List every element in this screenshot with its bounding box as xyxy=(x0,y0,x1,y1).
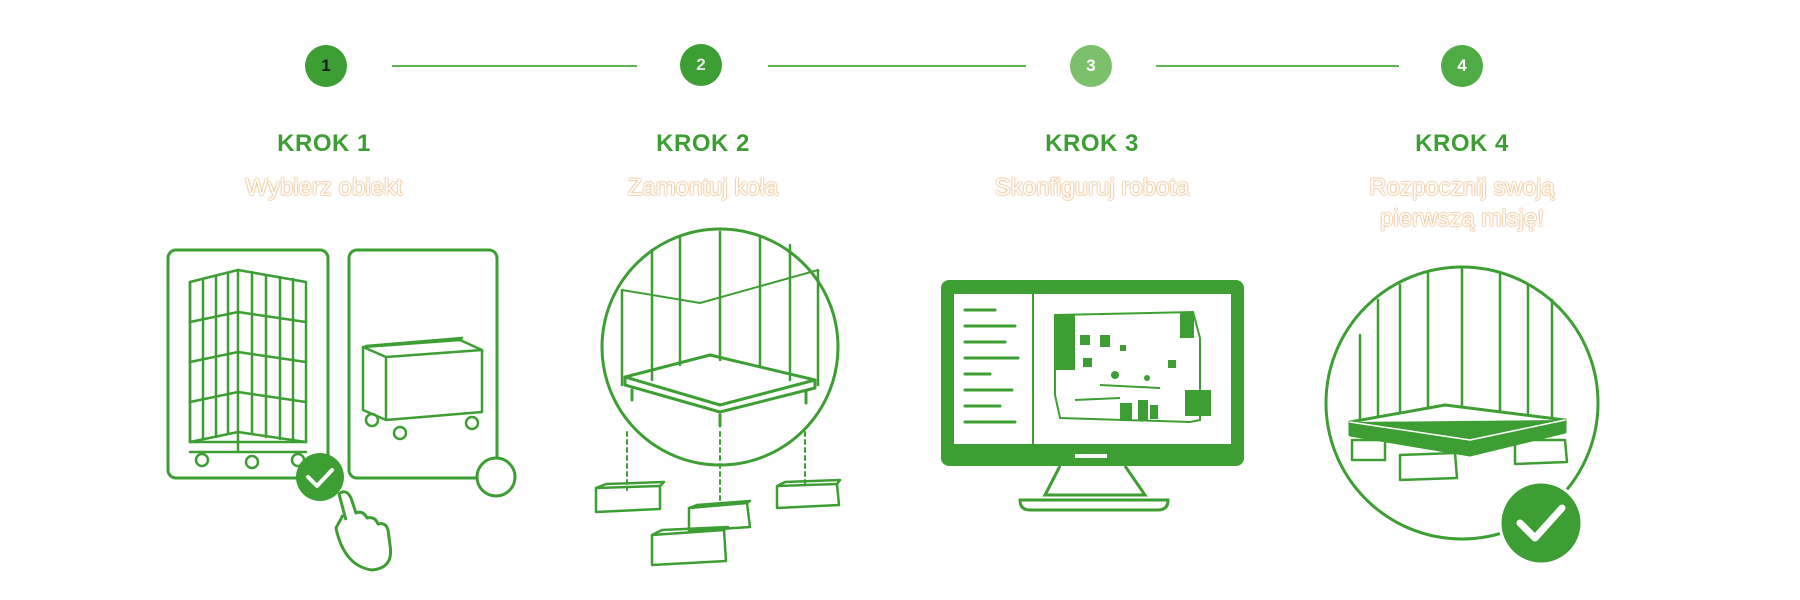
step-dot-4: 4 xyxy=(1441,45,1483,87)
step-title-3: KROK 3 xyxy=(1045,130,1139,157)
option-card-box[interactable] xyxy=(347,248,499,480)
step-subtitle-4-line2: pierwszą misję! xyxy=(1379,205,1545,232)
step-title-2: KROK 2 xyxy=(656,130,750,157)
step-subtitle-1: Wybierz obiekt xyxy=(245,174,403,201)
step-dot-1: 1 xyxy=(305,45,347,87)
robot-wheel-module-icon-mounted xyxy=(1350,438,1569,482)
monitor-map-icon xyxy=(941,280,1244,512)
mount-circle xyxy=(600,227,840,467)
box-trolley-icon xyxy=(361,336,484,441)
step-subtitle-3: Skonfiguruj robota xyxy=(994,174,1190,201)
step-title-4: KROK 4 xyxy=(1415,130,1509,157)
robot-wheel-module-icon xyxy=(594,478,842,567)
unselected-radio[interactable] xyxy=(475,456,517,498)
step-subtitle-2: Zamontuj koła xyxy=(627,174,779,201)
step-subtitle-4-line1: Rozpocznij swoją xyxy=(1369,174,1555,201)
check-circle-icon xyxy=(1498,480,1584,566)
connector-line-1 xyxy=(392,65,637,67)
connector-line-2 xyxy=(768,65,1026,67)
mission-circle xyxy=(1324,265,1600,541)
step-number-2: 2 xyxy=(696,55,706,74)
step-subtitle-4: Rozpocznij swoją pierwszą misję! xyxy=(1312,172,1612,234)
step-number-3: 3 xyxy=(1086,56,1096,75)
step-title-1: KROK 1 xyxy=(277,130,371,157)
connector-line-3 xyxy=(1156,65,1399,67)
hand-pointer-icon xyxy=(334,490,393,572)
check-badge-icon xyxy=(296,453,344,501)
option-card-cage[interactable] xyxy=(166,248,330,480)
step-dot-3: 3 xyxy=(1070,45,1112,87)
step-number-1: 1 xyxy=(321,56,331,75)
step-number-4: 4 xyxy=(1457,56,1467,75)
step-dot-2: 2 xyxy=(680,44,722,86)
roll-cage-cart-icon xyxy=(188,268,308,470)
